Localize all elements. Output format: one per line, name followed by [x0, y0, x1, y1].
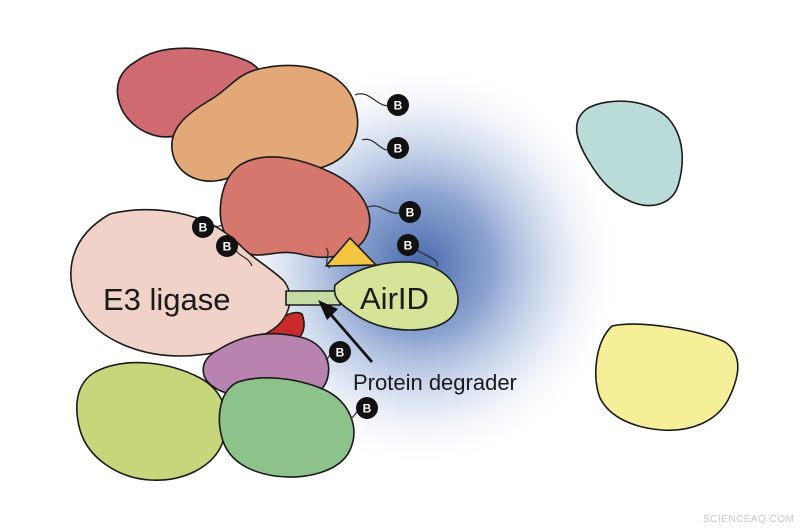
- biotin-label: B: [394, 141, 403, 155]
- protein-degrader-label: Protein degrader: [353, 370, 517, 395]
- biotin-tag: B: [192, 216, 214, 238]
- degrader-pointer-arrow: [324, 308, 374, 363]
- biotin-label: B: [404, 238, 413, 252]
- biotin-tag: B: [387, 137, 409, 159]
- biotin-tag: B: [329, 341, 351, 363]
- biotin-tag: B: [399, 201, 421, 223]
- biotin-label: B: [363, 401, 372, 415]
- biotin-label: B: [336, 345, 345, 359]
- degrader-pointer-arrowhead: [318, 300, 338, 320]
- protein-green: [218, 377, 355, 478]
- protein-teal-distant: [575, 100, 684, 207]
- protein-lime: [75, 361, 228, 481]
- biotin-tag: B: [216, 235, 238, 257]
- biotin-label: B: [199, 220, 208, 234]
- biotin-label: B: [406, 205, 415, 219]
- e3-ligase-label: E3 ligase: [103, 282, 231, 317]
- biotin-tether: [325, 247, 331, 269]
- biotin-tag: B: [397, 234, 419, 256]
- protein-yellow-distant: [595, 323, 739, 432]
- airid-label: AirID: [360, 281, 429, 316]
- watermark-text: SCIENCEAQ.COM: [703, 514, 795, 525]
- protein-degrader-linker: [285, 290, 341, 306]
- biotin-label: B: [394, 98, 403, 112]
- protein-salmon: [219, 156, 371, 258]
- yellow-triangle-ligand: [325, 237, 377, 267]
- biotin-tag: B: [356, 397, 378, 419]
- biotin-tag: B: [387, 94, 409, 116]
- biotin-label: B: [223, 239, 232, 253]
- airid-enzyme: [333, 261, 459, 331]
